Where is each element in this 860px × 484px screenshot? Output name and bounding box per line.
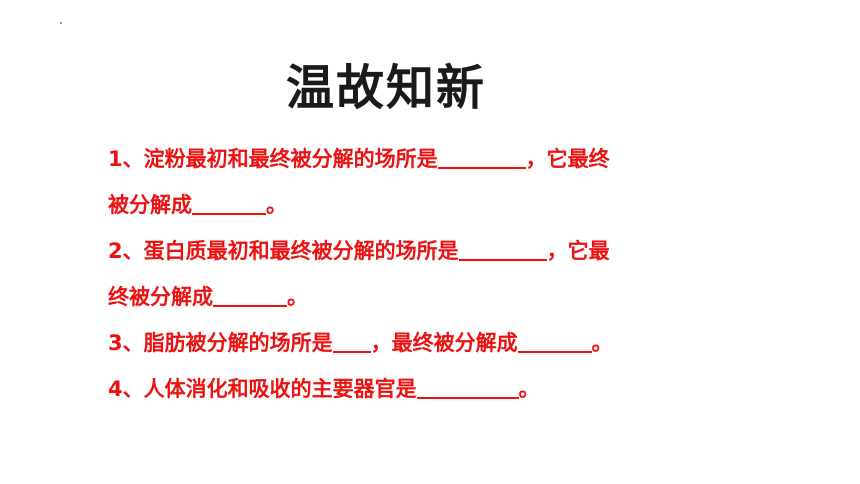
question-3-line: 3、脂肪被分解的场所是 ，最终被分解成 。 — [108, 320, 708, 366]
slide-title: 温故知新 — [285, 60, 486, 116]
question-1-text-line2: 被分解成 — [108, 193, 192, 217]
answer-blank — [416, 373, 519, 399]
question-3-text: 3、脂肪被分解的场所是 — [108, 331, 333, 355]
question-2-text: 2、蛋白质最初和最终被分解的场所是 — [108, 239, 459, 263]
question-2-line-2: 终被分解成 。 — [108, 274, 708, 320]
question-1-text: 1、淀粉最初和最终被分解的场所是 — [108, 147, 438, 171]
question-2-text-line2: 终被分解成 — [108, 285, 213, 309]
question-2-line-1: 2、蛋白质最初和最终被分解的场所是 ，它最 — [108, 228, 708, 274]
question-1-line-2: 被分解成 。 — [108, 182, 708, 228]
question-1-text-cont: ，它最终 — [525, 147, 610, 171]
question-2-end: 。 — [287, 285, 308, 309]
question-1-line-1: 1、淀粉最初和最终被分解的场所是 ，它最终 — [108, 136, 708, 182]
answer-blank — [437, 143, 526, 169]
question-4-end: 。 — [518, 377, 540, 401]
question-3-text-cont: ，最终被分解成 — [370, 331, 518, 355]
question-4-text: 4、人体消化和吸收的主要器官是 — [108, 377, 417, 401]
answer-blank — [192, 189, 266, 215]
question-2-text-cont: ，它最 — [546, 239, 610, 263]
decorative-dot — [60, 22, 62, 24]
questions-block: 1、淀粉最初和最终被分解的场所是，它最终 被分解成。 2、蛋白质最初和最终被分解… — [108, 136, 708, 412]
answer-blank — [213, 281, 287, 307]
question-1-end: 。 — [266, 193, 287, 217]
question-4-line: 4、人体消化和吸收的主要器官是 。 — [108, 366, 708, 412]
answer-blank — [458, 235, 547, 261]
answer-blank — [332, 327, 371, 353]
question-3-end: 。 — [591, 331, 613, 355]
answer-blank — [517, 327, 592, 353]
